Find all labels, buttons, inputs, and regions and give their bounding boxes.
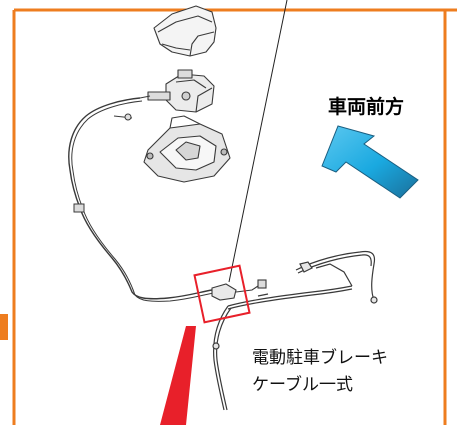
actuator-part — [139, 69, 215, 113]
highlight-box — [193, 264, 251, 324]
vehicle-front-label: 車両前方 — [328, 96, 405, 118]
caption-line-2: ケーブル一式 — [252, 375, 353, 395]
callout-pointer — [160, 326, 196, 425]
vehicle-front-arrow-icon — [321, 125, 419, 199]
bracket-base-part — [143, 115, 231, 183]
caption-line-1: 電動駐車ブレーキ — [252, 348, 388, 368]
brake-cable — [68, 97, 215, 302]
part-caption: 電動駐車ブレーキ ケーブル一式 — [252, 345, 388, 399]
orange-frame — [0, 8, 457, 425]
left-edge-tab — [0, 314, 8, 340]
cable-connector — [211, 279, 267, 301]
leader-line — [228, 0, 288, 283]
console-cover-part — [153, 5, 217, 57]
